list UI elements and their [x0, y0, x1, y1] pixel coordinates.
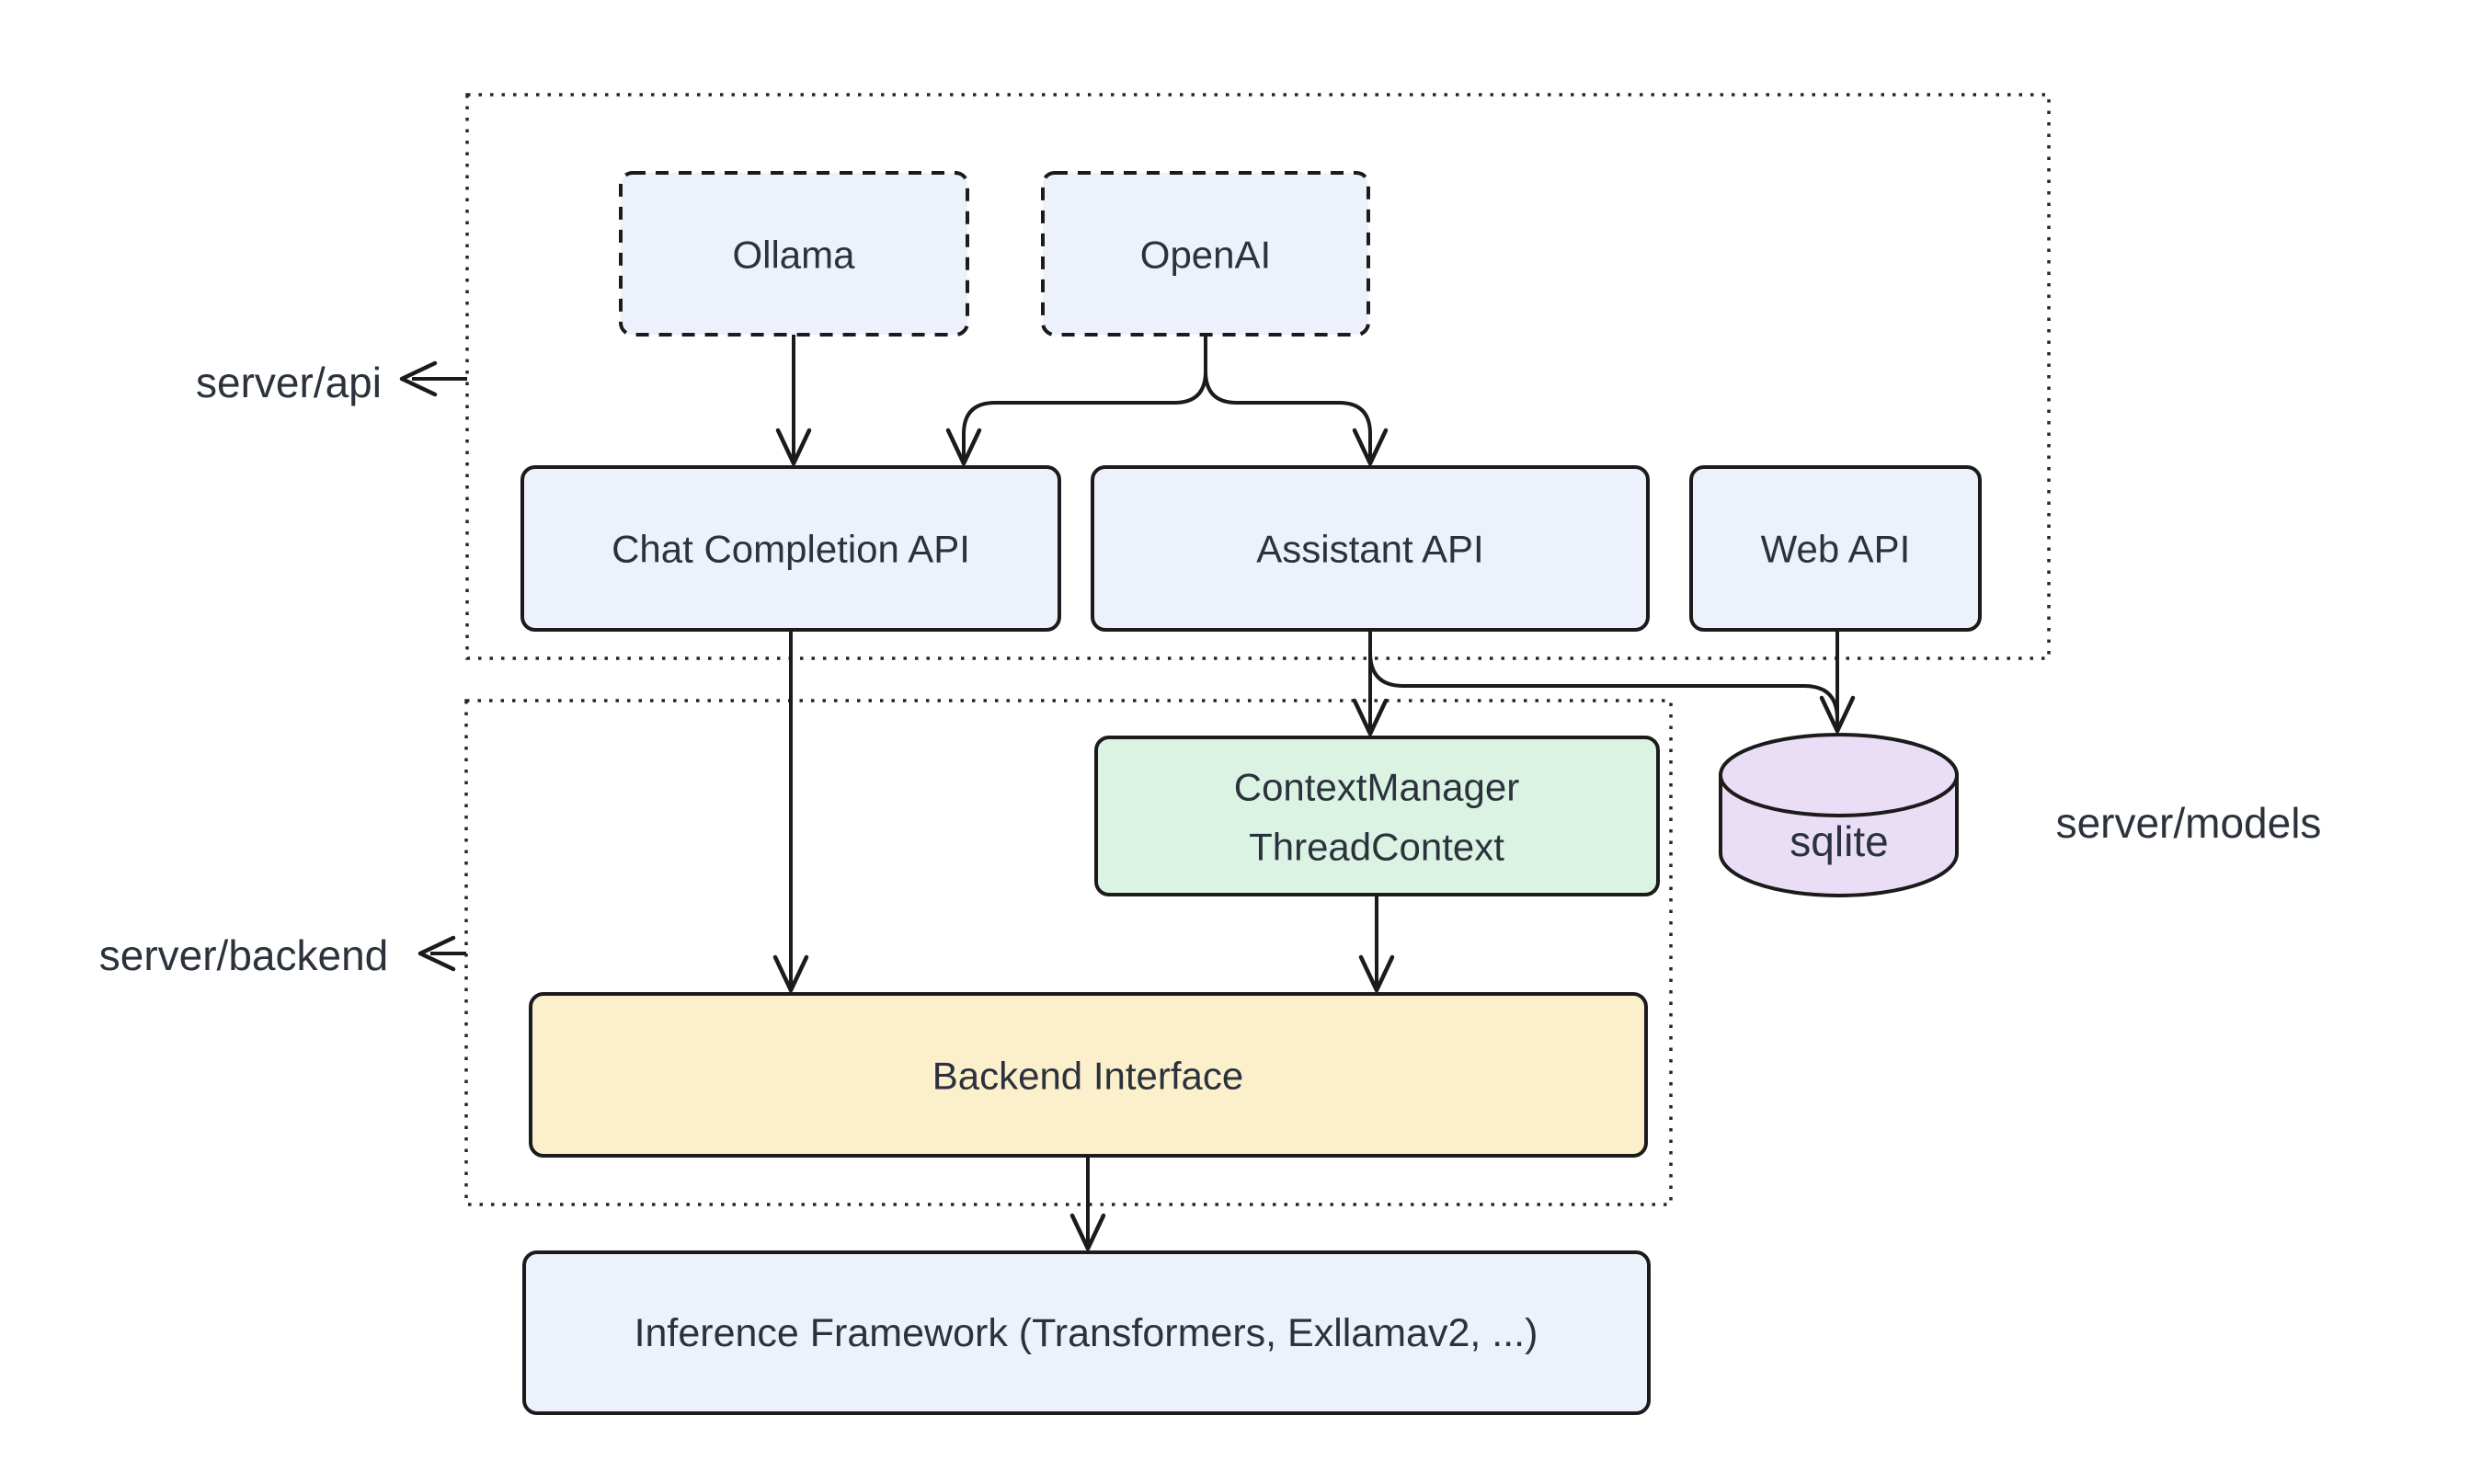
edge-assistant-to-sqlite — [1368, 652, 1839, 723]
context-manager-label-line1: ContextManager — [1234, 766, 1520, 809]
down-arrowhead-icon — [1352, 698, 1389, 736]
left-arrowhead-icon — [417, 935, 456, 972]
edge-openai-to-assistant — [1204, 335, 1389, 466]
edge-backend-interface-to-inference — [1069, 1156, 1106, 1251]
web-api-box — [1689, 465, 1982, 632]
backend-interface-box — [529, 992, 1648, 1158]
node-context-manager: ContextManager ThreadContext — [1094, 736, 1660, 896]
down-arrowhead-icon — [775, 428, 812, 466]
web-api-label: Web API — [1761, 528, 1911, 571]
server-backend-label-group: server/backend — [99, 931, 466, 979]
chat-completion-api-label: Chat Completion API — [612, 528, 970, 571]
server-api-label: server/api — [196, 359, 382, 406]
edge-web-api-to-sqlite — [1819, 630, 1856, 734]
edge-line — [1368, 652, 1839, 723]
context-manager-box — [1094, 736, 1660, 896]
chat-completion-api-box — [520, 465, 1061, 632]
server-backend-label: server/backend — [99, 931, 389, 979]
ollama-box — [619, 171, 969, 337]
server-api-container-border — [465, 93, 2051, 660]
edge-ollama-to-chat-completion — [775, 335, 812, 466]
node-ollama: Ollama — [619, 171, 969, 337]
openai-label: OpenAI — [1140, 234, 1271, 277]
down-arrowhead-icon — [772, 954, 809, 993]
node-inference-framework: Inference Framework (Transformers, Exlla… — [522, 1250, 1651, 1415]
down-arrowhead-icon — [945, 428, 982, 466]
ollama-label: Ollama — [732, 234, 855, 277]
node-openai: OpenAI — [1041, 171, 1370, 337]
edge-line — [962, 335, 1207, 460]
node-assistant-api: Assistant API — [1091, 465, 1650, 632]
node-sqlite: sqlite — [1719, 733, 1959, 897]
edge-assistant-to-context-manager — [1352, 630, 1389, 736]
context-manager-label-line2: ThreadContext — [1249, 826, 1504, 869]
openai-box — [1041, 171, 1370, 337]
edge-line — [1204, 335, 1372, 460]
server-backend-container-border — [464, 699, 1673, 1206]
down-arrowhead-icon — [1819, 695, 1856, 734]
assistant-api-box — [1091, 465, 1650, 632]
inference-framework-box — [522, 1250, 1651, 1415]
left-arrowhead-icon — [399, 360, 438, 397]
edge-chat-completion-to-backend-interface — [772, 630, 809, 993]
sqlite-label: sqlite — [1790, 817, 1888, 865]
backend-interface-label: Backend Interface — [932, 1055, 1244, 1098]
server-api-label-group: server/api — [196, 359, 467, 406]
down-arrowhead-icon — [1358, 954, 1395, 993]
down-arrowhead-icon — [1069, 1213, 1106, 1251]
inference-framework-label: Inference Framework (Transformers, Exlla… — [635, 1311, 1538, 1355]
edge-context-manager-to-backend-interface — [1358, 895, 1395, 993]
edge-openai-to-chat-completion — [945, 335, 1207, 466]
node-web-api: Web API — [1689, 465, 1982, 632]
node-chat-completion-api: Chat Completion API — [520, 465, 1061, 632]
down-arrowhead-icon — [1352, 428, 1389, 466]
server-models-label: server/models — [2056, 799, 2322, 847]
node-backend-interface: Backend Interface — [529, 992, 1648, 1158]
sqlite-cylinder-top — [1719, 733, 1959, 817]
assistant-api-label: Assistant API — [1256, 528, 1483, 571]
